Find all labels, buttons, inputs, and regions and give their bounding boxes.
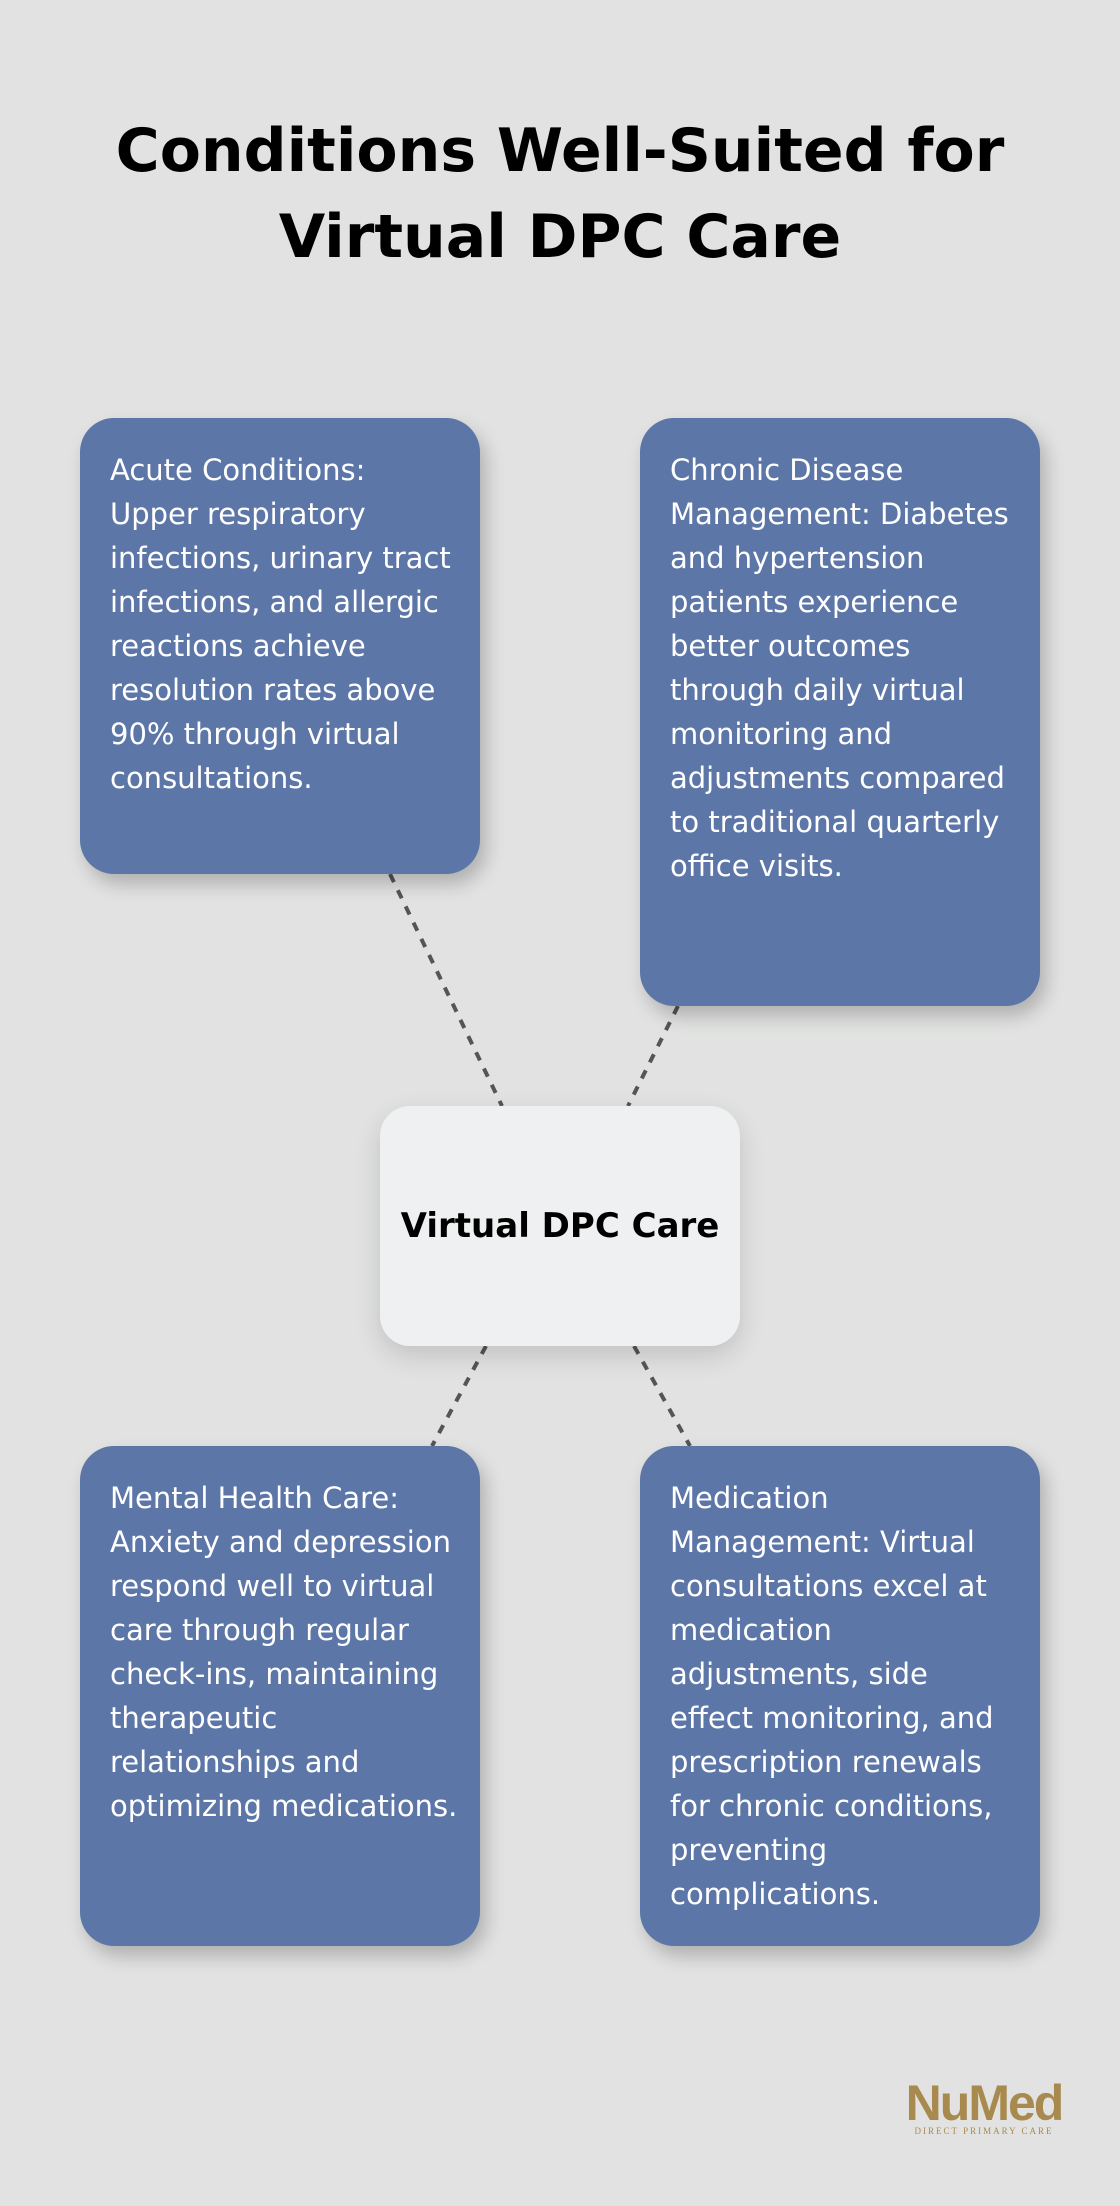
connector-top-left: [388, 873, 504, 1107]
center-node-label: Virtual DPC Care: [400, 1206, 720, 1246]
page-title: Conditions Well-Suited for Virtual DPC C…: [115, 116, 1005, 272]
numed-logo: NuMed DIRECT PRIMARY CARE: [884, 2076, 1084, 2136]
connector-bottom-left: [430, 1345, 488, 1447]
center-node: Virtual DPC Care: [380, 1106, 740, 1346]
logo-wordmark: NuMed: [905, 2075, 1065, 2131]
connector-top-right: [626, 1005, 680, 1107]
logo-tagline: DIRECT PRIMARY CARE: [914, 2126, 1054, 2136]
node-medication-management: Medication Management: Virtual consultat…: [640, 1446, 1040, 1946]
connector-bottom-right: [632, 1345, 692, 1447]
node-mental-health-care: Mental Health Care: Anxiety and depressi…: [80, 1446, 480, 1946]
node-acute-conditions: Acute Conditions: Upper respiratory infe…: [80, 418, 480, 874]
node-chronic-disease-management: Chronic Disease Management: Diabetes and…: [640, 418, 1040, 1006]
